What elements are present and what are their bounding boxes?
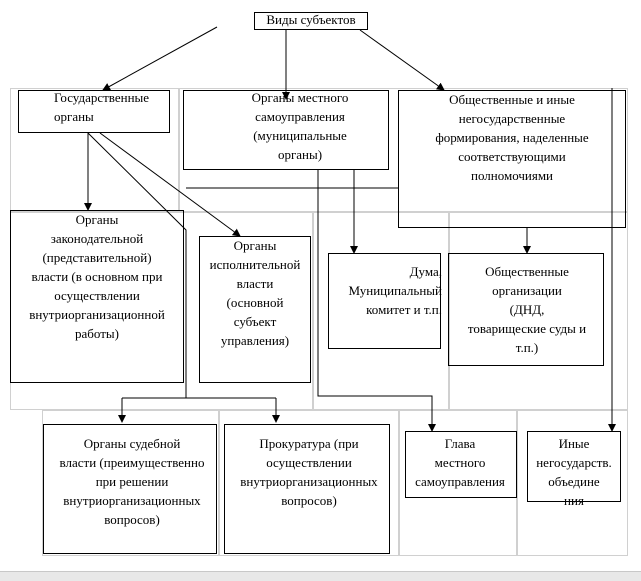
node-other-nongov-label: Иные негосударств. объедине ния xyxy=(536,436,612,508)
node-judicial-label: Органы судебной власти (преимущественно … xyxy=(59,436,205,527)
line-state-to-lower xyxy=(87,132,187,398)
node-other-nongov xyxy=(527,431,621,502)
grid-row-3 xyxy=(42,410,628,556)
grid-col-a xyxy=(178,88,180,212)
grid-col-f xyxy=(218,410,220,556)
arrow-root-to-state xyxy=(102,26,218,91)
grid-col-d xyxy=(398,410,400,556)
node-duma xyxy=(328,253,441,349)
node-public-orgs-label: Общественные организации (ДНД, товарищес… xyxy=(467,264,587,355)
node-state-bodies xyxy=(18,90,170,133)
grid-row-1 xyxy=(10,88,628,212)
node-head-local xyxy=(405,431,517,498)
node-executive xyxy=(199,236,311,383)
arrow-local-to-head xyxy=(317,170,436,432)
node-root xyxy=(254,12,368,30)
node-legislative xyxy=(10,210,184,383)
node-executive-label: Органы исполнительной власти (основной с… xyxy=(209,238,301,348)
node-prosecutor-label: Прокуратура (при осуществлении внутриорг… xyxy=(240,436,378,508)
node-local-gov xyxy=(183,90,389,170)
grid-col-b xyxy=(312,212,314,410)
node-state-bodies-label: Государственные органы xyxy=(54,90,150,124)
node-head-local-label: Глава местного самоуправления xyxy=(415,436,505,489)
node-public-formations xyxy=(398,90,626,228)
node-public-formations-label: Общественные и иные негосударственные фо… xyxy=(435,92,589,183)
node-judicial xyxy=(43,424,217,554)
arrow-state-to-executive xyxy=(99,132,241,237)
node-public-orgs xyxy=(448,253,604,366)
node-prosecutor xyxy=(224,424,390,554)
node-duma-label: Дума, Муниципальный комитет и т.п. xyxy=(348,264,442,317)
node-root-label: Виды субъектов xyxy=(266,12,356,27)
node-legislative-label: Органы законодательной (представительной… xyxy=(29,212,165,341)
arrow-root-to-public xyxy=(359,29,445,91)
bottom-scroll-bar[interactable] xyxy=(0,571,641,581)
node-local-gov-label: Органы местного самоуправления (муниципа… xyxy=(251,90,349,162)
